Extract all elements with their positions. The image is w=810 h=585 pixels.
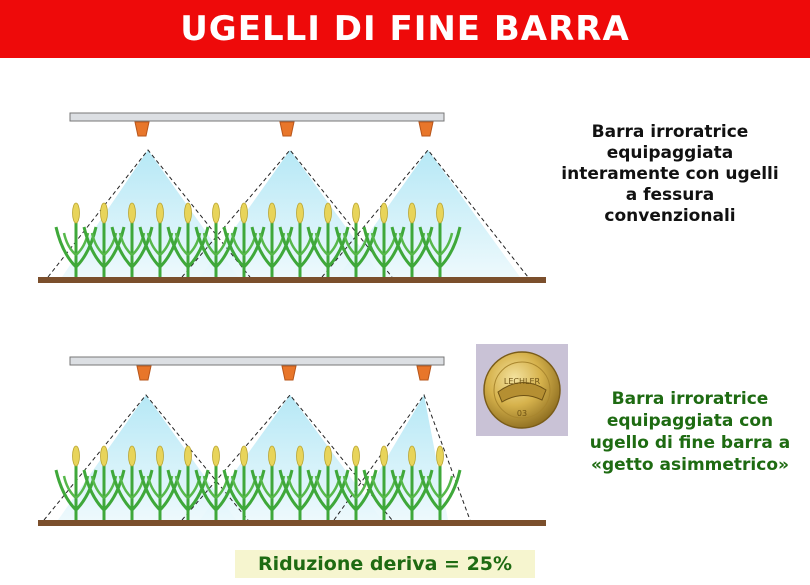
nozzle-brand-text: LECHLER (504, 377, 541, 386)
spray-boom (69, 356, 445, 366)
nozzle-code-text: 03 (517, 409, 527, 418)
end-nozzle-caption: Barra irroratrice equipaggiata con ugell… (589, 389, 791, 475)
end-nozzle-icon (416, 365, 432, 381)
spray-boom (69, 112, 445, 122)
asymmetric-spray-fan (350, 395, 448, 520)
page-title: UGELLI DI FINE BARRA (180, 9, 630, 49)
conventional-boom-diagram (38, 112, 546, 283)
nozzle-icon (281, 365, 297, 381)
spray-fan (338, 150, 520, 277)
nozzle-icon (279, 121, 295, 137)
asymmetric-nozzle-photo: LECHLER 03 (476, 344, 568, 436)
end-boom-diagram (38, 356, 546, 526)
nozzle-icon (134, 121, 150, 137)
ground (38, 277, 546, 283)
nozzle-icon (136, 365, 152, 381)
ground (38, 520, 546, 526)
conventional-caption: Barra irroratrice equipaggiata interamen… (561, 122, 779, 226)
nozzle-icon (418, 121, 434, 137)
drift-reduction-text: Riduzione deriva = 25% (257, 553, 513, 575)
title-banner: UGELLI DI FINE BARRA (0, 0, 810, 58)
drift-reduction-box: Riduzione deriva = 25% (235, 550, 535, 578)
spray-fan (62, 150, 238, 277)
